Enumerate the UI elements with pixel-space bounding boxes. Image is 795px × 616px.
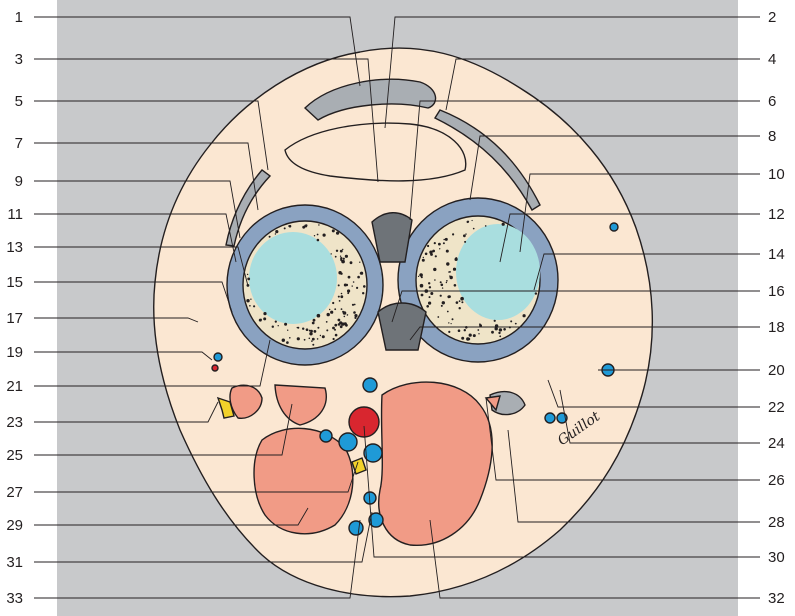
label-12: 12 <box>768 206 785 223</box>
label-5: 5 <box>15 93 23 110</box>
label-28: 28 <box>768 514 785 531</box>
popliteal-artery <box>349 407 379 437</box>
label-26: 26 <box>768 472 785 489</box>
label-2: 2 <box>768 9 776 26</box>
label-19: 19 <box>6 344 23 361</box>
left-femoral-condyle <box>227 205 383 365</box>
label-32: 32 <box>768 590 785 607</box>
label-25: 25 <box>6 447 23 464</box>
label-3: 3 <box>15 51 23 68</box>
label-6: 6 <box>768 93 776 110</box>
label-24: 24 <box>768 435 785 452</box>
label-27: 27 <box>6 484 23 501</box>
label-20: 20 <box>768 362 785 379</box>
label-23: 23 <box>6 414 23 431</box>
peroneal-vein-a <box>545 413 555 423</box>
label-33: 33 <box>6 590 23 607</box>
label-17: 17 <box>6 310 23 327</box>
lateral-superficial-vein-2 <box>610 223 618 231</box>
label-14: 14 <box>768 246 785 263</box>
small-vein-b <box>320 430 332 442</box>
label-15: 15 <box>6 274 23 291</box>
small-vein-a <box>363 378 377 392</box>
right-femoral-condyle <box>398 198 558 362</box>
label-9: 9 <box>15 173 23 190</box>
great-saphenous-vein <box>214 353 222 361</box>
label-8: 8 <box>768 128 776 145</box>
label-4: 4 <box>768 51 776 68</box>
label-21: 21 <box>6 378 23 395</box>
posterior-cruciate-ligament <box>378 303 426 350</box>
anterior-cruciate-ligament <box>372 213 412 262</box>
medial-gastrocnemius <box>254 428 353 533</box>
label-22: 22 <box>768 399 785 416</box>
label-18: 18 <box>768 319 785 336</box>
label-1: 1 <box>15 9 23 26</box>
label-16: 16 <box>768 283 785 300</box>
label-11: 11 <box>7 206 23 223</box>
label-10: 10 <box>768 166 785 183</box>
label-30: 30 <box>768 549 785 566</box>
popliteal-vein <box>339 433 357 451</box>
small-saphenous-vein-a <box>349 521 363 535</box>
label-31: 31 <box>6 554 23 571</box>
label-13: 13 <box>6 239 23 256</box>
label-7: 7 <box>15 135 23 152</box>
label-29: 29 <box>6 517 23 534</box>
small-artery <box>212 365 218 371</box>
